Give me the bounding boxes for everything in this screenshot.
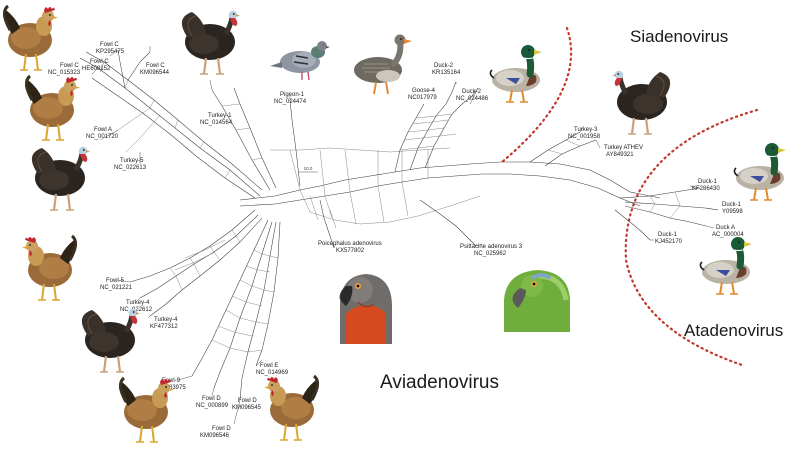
genus-label-siadenovirus: Siadenovirus bbox=[630, 27, 728, 46]
mallard-illustration bbox=[734, 143, 786, 200]
hen-illustration bbox=[262, 374, 321, 442]
parrot-illustration bbox=[500, 270, 572, 332]
turkey-illustration bbox=[82, 309, 140, 372]
mallard-illustration bbox=[490, 45, 542, 102]
atadenovirus-separator bbox=[624, 108, 759, 367]
turkey-illustration bbox=[612, 71, 670, 134]
turkey-illustration bbox=[182, 11, 240, 74]
hen-illustration bbox=[117, 376, 176, 444]
siadenovirus-separator bbox=[500, 26, 573, 164]
mallard-illustration bbox=[700, 237, 752, 294]
genus-label-atadenovirus: Atadenovirus bbox=[684, 321, 783, 340]
goose-illustration bbox=[354, 35, 412, 95]
hen-illustration bbox=[20, 234, 79, 302]
split-network bbox=[79, 49, 719, 401]
genus-label-aviadenovirus: Aviadenovirus bbox=[380, 372, 499, 393]
turkey-illustration bbox=[32, 147, 90, 210]
label-leaders bbox=[91, 46, 719, 425]
hen-illustration bbox=[1, 4, 60, 72]
parrot-illustration bbox=[335, 271, 397, 345]
hen-illustration bbox=[23, 74, 82, 142]
scale-bar: 10.0 bbox=[298, 166, 318, 173]
pigeon-illustration bbox=[269, 40, 331, 81]
scale-bar-label: 10.0 bbox=[304, 166, 313, 171]
